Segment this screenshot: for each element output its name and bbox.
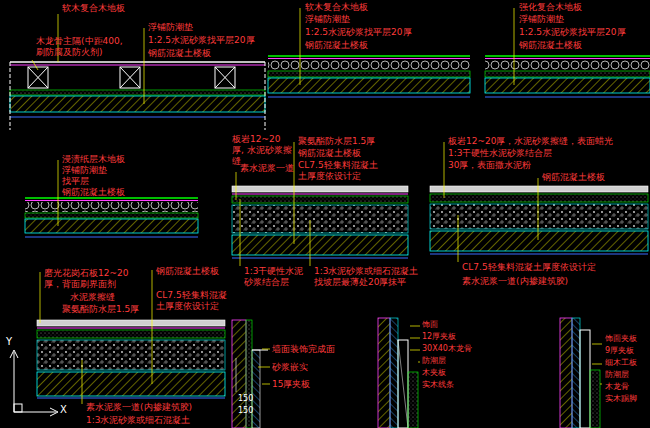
note-label: 1:3干硬性水泥 砂浆结合层 [244, 266, 304, 288]
note-label: 防潮层 [605, 370, 629, 380]
note-label: 浸渍纸层木地板 [62, 154, 125, 165]
note-label: 实木踢脚 [605, 394, 637, 404]
note-label: 聚氨酯防水层1.5厚 [62, 304, 139, 315]
note-label: 12厚夹板 [422, 332, 456, 342]
note-label: 9厚夹板 [605, 346, 634, 356]
note-label: 板岩12~20厚，水泥砂浆擦缝，表面蜡光 [448, 136, 613, 147]
note-label: 砂浆嵌实 [272, 362, 308, 373]
note-label: 钢筋混凝土楼板 [305, 40, 368, 51]
note-label: Y [6, 336, 12, 348]
note-label: 钢筋混凝土楼板 [156, 266, 219, 277]
note-label: 钢筋混凝土楼板 [519, 40, 582, 51]
note-label: 强化复合木地板 [519, 2, 582, 13]
note-label: 素水泥浆一道(内掺建筑胶) [462, 276, 568, 287]
note-label: 浮铺防潮垫 [305, 14, 350, 25]
note-label: 素水泥浆一道(内掺建筑胶) [86, 402, 192, 413]
note-label: 1:3水泥砂浆或细石混凝土 找坡层最薄处20厚抹平 [314, 266, 430, 288]
note-label: 木龙骨主隔(中距400, 刷防腐及防火剂) [36, 36, 134, 58]
note-label: CL7.5轻集料混凝土厚度依设计定 [462, 262, 596, 273]
note-label: 钢筋混凝土楼板 [298, 148, 361, 159]
note-label: 饰面夹板 [605, 334, 637, 344]
note-label: 1:2.5水泥砂浆找平层20厚 [148, 35, 255, 46]
note-label: 1:2.5水泥砂浆找平层20厚 [519, 27, 626, 38]
note-label: 150 [238, 406, 253, 416]
note-label: 找平层 [62, 176, 89, 187]
note-label: X [60, 404, 67, 416]
note-label: 软木复合木地板 [305, 2, 368, 13]
note-label: 钢筋混凝土楼板 [148, 48, 211, 59]
note-label: 水泥浆擦缝 [70, 292, 115, 303]
note-label: 钢筋混凝土楼板 [62, 187, 125, 198]
note-label: 钢筋混凝土楼板 [542, 172, 605, 183]
note-label: 磨光花岗石板12~20 厚，背面刷界面剂 [44, 268, 134, 290]
note-label: 浮铺防潮垫 [519, 14, 564, 25]
note-label: 150 [238, 394, 253, 404]
note-label: 1:2.5水泥砂浆找平层20厚 [305, 27, 412, 38]
note-label: 素水泥浆一道 [240, 163, 294, 174]
note-label: 木龙骨 [605, 382, 629, 392]
note-label: 木夹板 [422, 368, 446, 378]
note-label: 细木工板 [605, 358, 637, 368]
note-label: 墙面装饰完成面 [272, 344, 335, 355]
note-label: 实木线条 [422, 380, 454, 390]
note-label: 板岩12~20厚, 水泥砂浆擦缝 [232, 134, 292, 166]
note-label: 浮铺防潮垫 [148, 22, 193, 33]
note-label: 软木复合木地板 [62, 3, 125, 14]
note-label: CL7.5轻集料混凝土 土厚度依设计定 [298, 160, 382, 182]
note-label: 30X40木龙骨 [422, 344, 472, 354]
note-label: 饰面 [422, 320, 438, 330]
note-label: 浮铺防潮垫 [62, 165, 107, 176]
note-label: 1:3干硬性水泥砂浆结合层 [448, 148, 552, 159]
note-label: CL7.5轻集料混凝 土厚度依设计定 [156, 290, 236, 312]
note-label: 聚氨酯防水层1.5厚 [298, 136, 375, 147]
note-label: 防潮层 [422, 356, 446, 366]
note-label: 15厚夹板 [272, 379, 310, 390]
note-label: 1:3水泥砂浆或细石混凝土 [86, 415, 190, 426]
note-label: 30厚，表面撒水泥粉 [448, 160, 531, 171]
